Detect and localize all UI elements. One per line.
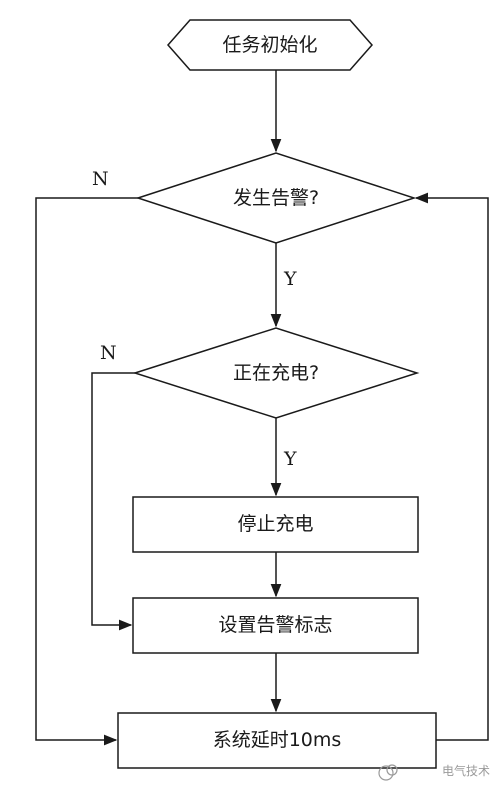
edge-label-charging-yes: Y xyxy=(284,448,297,470)
edge-loop-back xyxy=(414,192,489,741)
edge-label-charging-no: N xyxy=(100,342,117,364)
decision-alarm-label: 发生告警? xyxy=(232,187,320,209)
edge-charging-no xyxy=(91,372,135,631)
start-node xyxy=(167,19,373,71)
watermark-text: 电气技术 xyxy=(441,764,490,778)
set-flag-label: 设置告警标志 xyxy=(218,614,333,636)
edge-alarm-no xyxy=(35,197,138,746)
delay-label: 系统延时10ms xyxy=(212,729,342,751)
stop-charging-node xyxy=(132,496,419,553)
decision-alarm-node xyxy=(135,152,417,244)
watermark-logo-icon xyxy=(378,764,398,781)
stop-charging-label: 停止充电 xyxy=(237,513,314,535)
start-label: 任务初始化 xyxy=(222,34,318,56)
edge-label-alarm-no: N xyxy=(92,168,109,190)
decision-charging-label: 正在充电? xyxy=(232,362,320,384)
decision-charging-node xyxy=(132,327,420,419)
edge-label-alarm-yes: Y xyxy=(284,268,297,290)
